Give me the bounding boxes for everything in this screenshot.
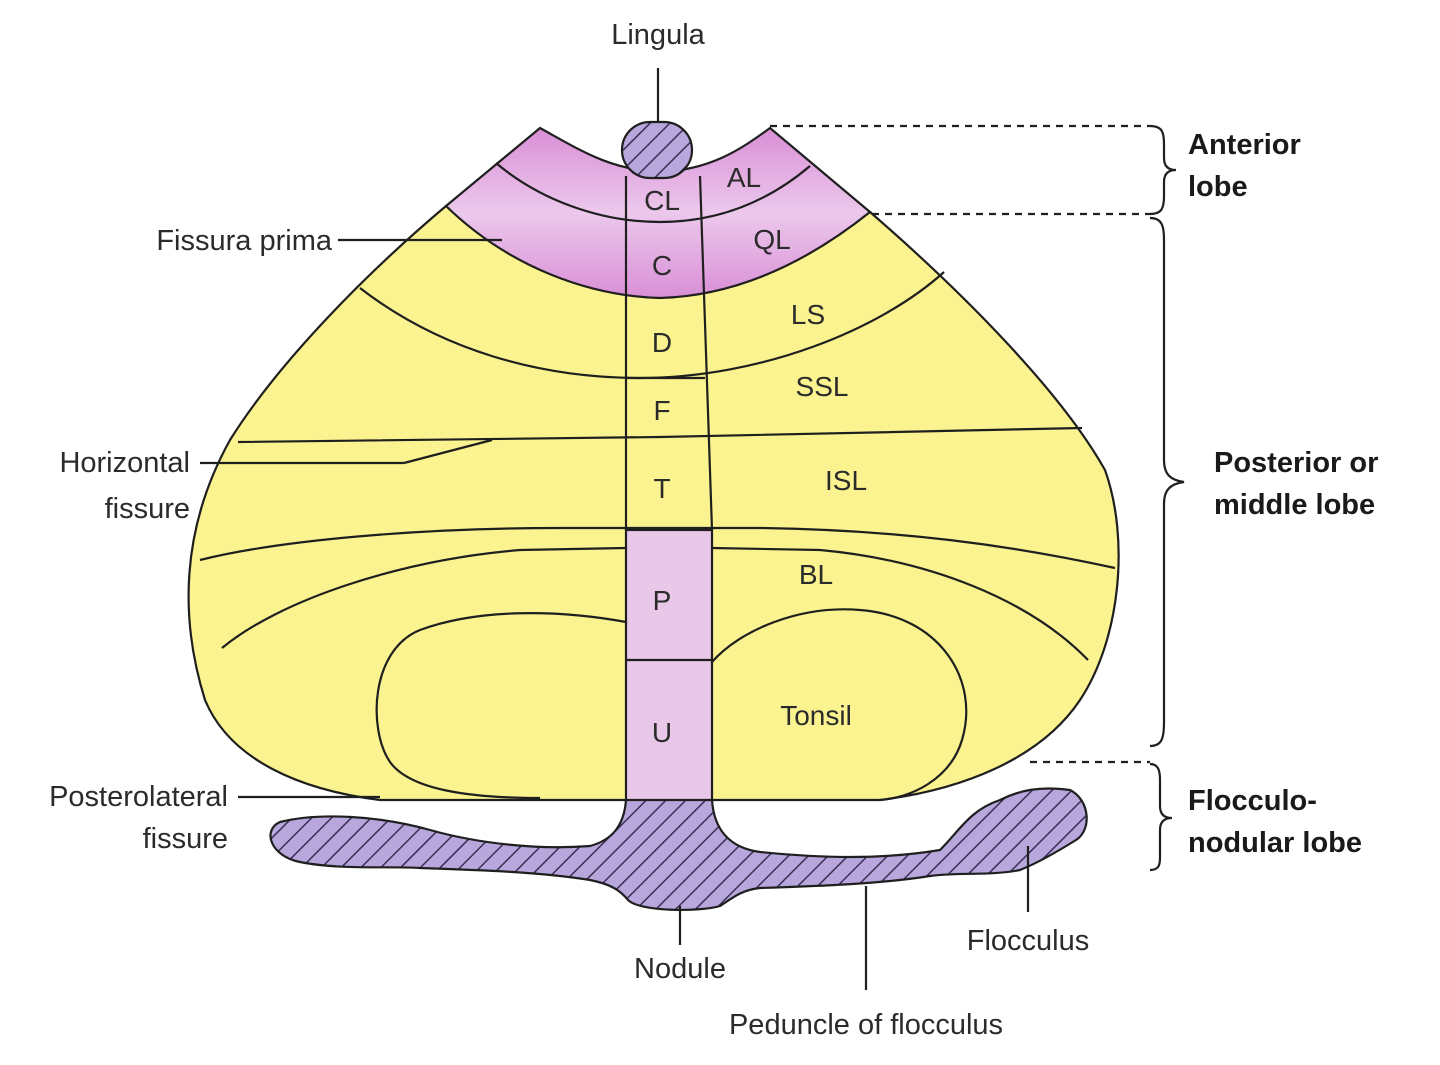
posterolateral-label-line1: Posterolateral — [49, 781, 228, 813]
lobule-label-bl: BL — [799, 559, 833, 590]
floccular-lobe-label-line2: nodular lobe — [1188, 827, 1362, 859]
bl-lower-fissure — [221, 546, 627, 649]
anterior-lobe-label-line2: lobe — [1188, 171, 1248, 203]
right-tonsil-outline — [711, 608, 968, 802]
vermis-label-f: F — [653, 395, 670, 426]
fissura-prima-label: Fissura prima — [156, 225, 333, 257]
posterior-lobe-label-line2: middle lobe — [1214, 489, 1375, 521]
primary-subdivision-line — [495, 162, 811, 224]
left-tonsil-outline — [375, 612, 627, 800]
ls-upper-fissure — [359, 271, 945, 380]
horizontal-fissure-label-line1: Horizontal — [59, 447, 190, 479]
lobule-label-isl: ISL — [825, 465, 867, 496]
vermis-label-u: U — [652, 717, 672, 748]
flocculus-label: Flocculus — [967, 925, 1090, 957]
posterolateral-label-line2: fissure — [143, 823, 228, 855]
lobule-label-al: AL — [727, 162, 761, 193]
vermis-right-border — [698, 175, 714, 531]
anterior-lobe-region — [444, 126, 872, 300]
vermis-label-c: C — [652, 250, 672, 281]
bl-lower-fissure-right — [711, 546, 1089, 661]
lobule-label-tonsil: Tonsil — [780, 700, 852, 731]
lobule-label-ssl: SSL — [796, 371, 849, 402]
posterior-lobe-label-line1: Posterior or — [1214, 447, 1378, 479]
posterior-brace — [1149, 216, 1185, 748]
floccular-lobe-label-line1: Flocculo- — [1188, 785, 1317, 817]
lobule-label-ls: LS — [791, 299, 825, 330]
anterior-brace — [1149, 124, 1177, 216]
vermis-label-t: T — [653, 473, 670, 504]
peduncle-label: Peduncle of flocculus — [729, 1009, 1003, 1041]
isl-lower-fissure — [199, 526, 1116, 570]
lobule-label-ql: QL — [753, 224, 790, 255]
vermis-label-p: P — [653, 585, 672, 616]
flocculonodular-shape — [269, 787, 1088, 912]
horizontal-fissure-label-line2: fissure — [105, 493, 190, 525]
horizontal-fissure-sub-line — [403, 438, 493, 465]
vermis-label-cl: CL — [644, 185, 680, 216]
vermis-pink-lower — [624, 528, 714, 804]
horizontal-fissure-line — [237, 426, 1083, 444]
nodule-label: Nodule — [634, 953, 726, 985]
vermis-label-d: D — [652, 327, 672, 358]
floccular-brace — [1149, 762, 1173, 872]
anterior-lobe-label-line1: Anterior — [1188, 129, 1301, 161]
lingula-shape — [620, 120, 694, 180]
lingula-label: Lingula — [611, 19, 705, 51]
